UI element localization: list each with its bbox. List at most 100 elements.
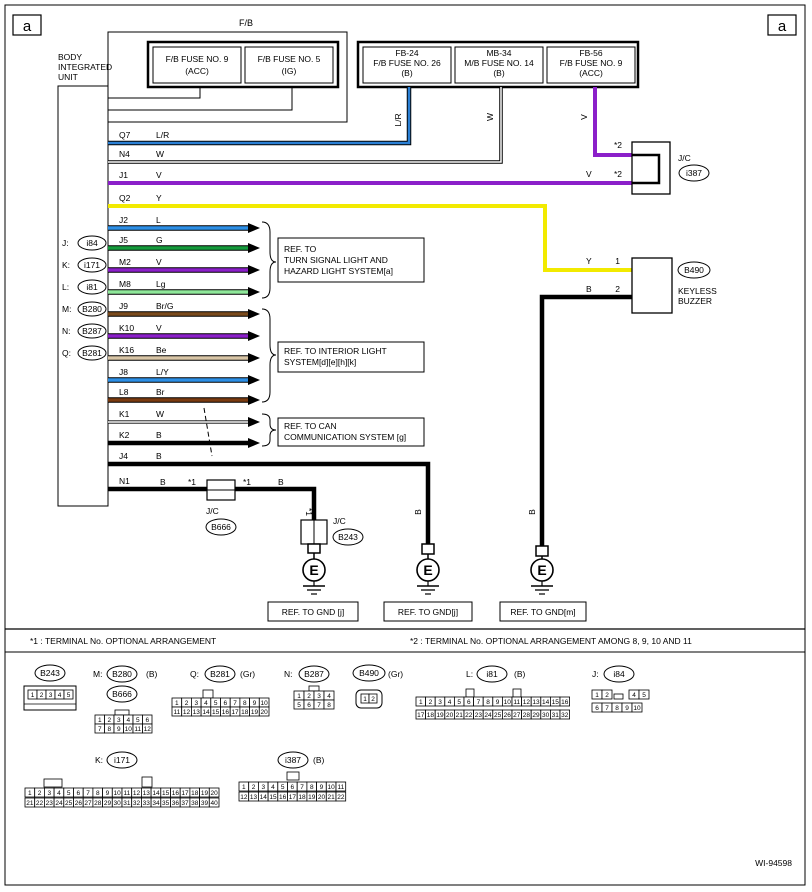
fb-outline [107, 31, 348, 123]
corner-left-label: a [23, 18, 32, 35]
jc-i387-ref: i387 [686, 168, 702, 178]
arrow-head [248, 287, 260, 297]
b281-pin: 11 [173, 709, 180, 716]
connector-b287-prefix: N: [284, 669, 293, 679]
b243-pin: 4 [58, 692, 62, 699]
keyless-ref: B490 [684, 265, 704, 275]
wire-pin-j5: J5 [119, 235, 128, 245]
b281-pin: 17 [231, 709, 239, 716]
b287-pin: 8 [327, 702, 331, 709]
fuse-box-right: FB-24 F/B FUSE NO. 26 (B) MB-34 M/B FUSE… [356, 40, 640, 89]
jc-b666-label: J/C [206, 506, 219, 516]
wire-color-m8: Lg [156, 279, 166, 289]
i171-pin: 10 [114, 790, 122, 797]
wire-pin-q7: Q7 [119, 130, 131, 140]
conn-ref-b280: B280 [82, 304, 102, 314]
i171-pin: 33 [143, 800, 151, 807]
wire-j4 [108, 461, 431, 548]
arrow-head [248, 243, 260, 253]
b281-pin: 9 [253, 700, 257, 707]
conn-ref-b281: B281 [82, 348, 102, 358]
b287-pin: 4 [327, 693, 331, 700]
i171-pin: 26 [75, 800, 83, 807]
i387-pin: 10 [328, 784, 336, 791]
jc-i387-label: J/C [678, 153, 691, 163]
i171-pin: 7 [86, 790, 90, 797]
wire-pin-j4: J4 [119, 451, 128, 461]
connector-i81-ref: i81 [486, 669, 498, 679]
jc-i387: *2 *2 V J/C i387 [586, 140, 710, 195]
fuse-fb24-label: F/B FUSE NO. 26 [373, 58, 441, 68]
arrow-wires [108, 223, 260, 448]
i81-pin: 4 [448, 699, 452, 706]
connector-b287-ref: B287 [304, 669, 324, 679]
conn-prefix-l: L: [62, 282, 69, 292]
ref-interior-line-2: SYSTEM[d][e][h][k] [284, 357, 356, 367]
arrow-head [248, 438, 260, 448]
label-w-vertical: W [485, 113, 495, 121]
i81-pin: 23 [475, 712, 483, 719]
i81-pin: 5 [457, 699, 461, 706]
b280-pin: 10 [125, 726, 133, 733]
b243-pin: 3 [49, 692, 53, 699]
connector-b280-color: (B) [146, 669, 158, 679]
wire-l8 [108, 395, 260, 405]
brace-interior-light [261, 308, 277, 403]
gnd-ref-2: REF. TO GND[j] [383, 601, 473, 622]
i171-pin: 22 [36, 800, 44, 807]
ref-can-line-1: REF. TO CAN [284, 421, 337, 431]
b287-pin: 5 [297, 702, 301, 709]
i81-pin: 13 [532, 699, 540, 706]
jc-b666-star-right: *1 [243, 477, 251, 487]
i84-pin: 5 [642, 692, 646, 699]
i387-pin: 7 [300, 784, 304, 791]
i81-pin: 18 [427, 712, 435, 719]
i171-pin: 40 [211, 800, 219, 807]
connector-i387-color: (B) [313, 755, 325, 765]
i387-pin: 16 [279, 794, 287, 801]
gnd-ref-3-text: REF. TO GND[m] [510, 607, 575, 617]
gnd3-plug [535, 545, 549, 557]
b281-pin: 16 [222, 709, 230, 716]
connector-b280-prefix: M: [93, 669, 102, 679]
i81-pin: 2 [429, 699, 433, 706]
i81-pin: 11 [513, 699, 520, 706]
gnd-ref-3: REF. TO GND[m] [499, 601, 587, 622]
i81-pin: 21 [456, 712, 464, 719]
i171-pin: 30 [114, 800, 122, 807]
wire-color-m2: V [156, 257, 162, 267]
wire-j9 [108, 309, 260, 319]
keyless-pin-1: 1 [615, 256, 620, 266]
i171-pin: 13 [143, 790, 151, 797]
b281-pin: 6 [224, 700, 228, 707]
i387-pin: 3 [261, 784, 265, 791]
arrow-head [248, 353, 260, 363]
connector-b666-ref: B666 [112, 689, 132, 699]
arrow-head [248, 331, 260, 341]
wire-k2 [108, 438, 260, 448]
wire-m8 [108, 287, 260, 297]
ref-can-line-2: COMMUNICATION SYSTEM [g] [284, 432, 406, 442]
label-b-gnd3: B [527, 509, 537, 515]
conn-prefix-k: K: [62, 260, 70, 270]
fuse-fb56-code: FB-56 [579, 48, 602, 58]
arrow-head [248, 265, 260, 275]
corner-marker-right: a [767, 14, 797, 36]
conn-ref-i84: i84 [86, 238, 98, 248]
fuse-fb56-label: F/B FUSE NO. 9 [560, 58, 623, 68]
keyless-buzzer: 1 2 Y B B490 KEYLESS BUZZER [586, 256, 717, 314]
fuse-fb24-code: FB-24 [395, 48, 418, 58]
wire-color-k1: W [156, 409, 164, 419]
i81-pin: 7 [477, 699, 481, 706]
b280-pin: 7 [98, 726, 102, 733]
wire-color-j5: G [156, 235, 163, 245]
i81-pin: 31 [552, 712, 560, 719]
i81-pin: 22 [465, 712, 473, 719]
connector-b243-ref: B243 [40, 668, 60, 678]
wire-pin-k10: K10 [119, 323, 134, 333]
